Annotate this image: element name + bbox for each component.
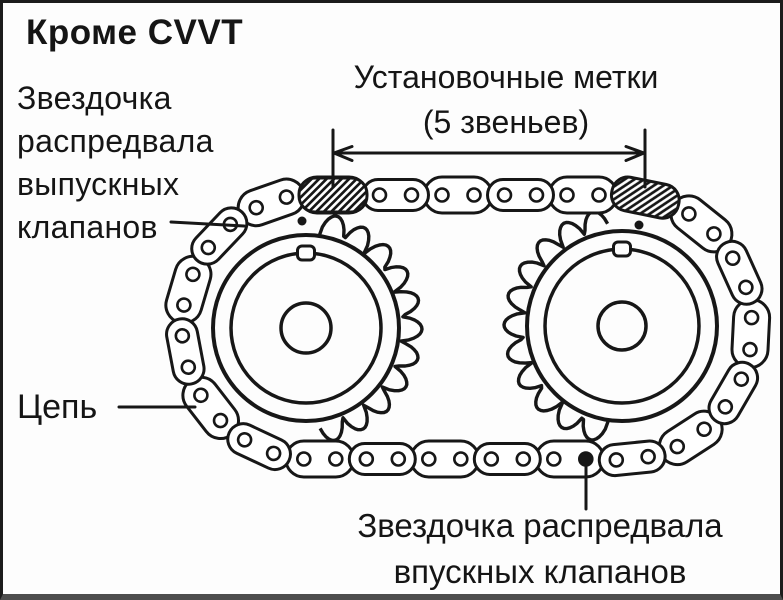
sprocket-notch [296, 244, 316, 262]
exhaust-camshaft-sprocket [211, 214, 424, 443]
sprocket-timing-dot [634, 220, 644, 230]
page-title: Кроме CVVT [26, 13, 244, 52]
chain-link [730, 298, 772, 370]
label-line: распредвала [17, 123, 214, 159]
label-line: Установочные метки [353, 59, 659, 95]
timing-chain [164, 175, 772, 479]
chain-link [486, 178, 555, 212]
label-intake-sprocket: Звездочка распредвала впускных клапанов [303, 503, 777, 594]
chain-link [409, 439, 481, 479]
label-line: Звездочка распредвала [357, 507, 723, 544]
chain-link [707, 360, 760, 426]
chain-link [226, 422, 292, 472]
chain-link [165, 317, 206, 386]
chain-link [422, 175, 494, 215]
chain-link [534, 439, 606, 479]
label-line: клапанов [17, 209, 158, 245]
label-timing-marks: Установочные метки (5 звеньев) [283, 55, 729, 145]
label-line: (5 звеньев) [422, 104, 590, 140]
chain-link [472, 442, 542, 476]
sprocket-notch [612, 240, 632, 258]
label-line: Звездочка [17, 80, 172, 116]
timing-chain-diagram [117, 128, 772, 511]
sprocket-teeth [502, 209, 611, 442]
arrowhead-right [624, 145, 646, 162]
chain-link [715, 239, 764, 306]
timing-mark-link [609, 175, 681, 220]
arrowhead-left [332, 145, 354, 162]
chain-link [347, 442, 417, 476]
chain-link [284, 439, 356, 479]
annotations [117, 128, 647, 511]
chain-link [547, 175, 619, 215]
label-exhaust-sprocket: Звездочка распредвала выпускных клапанов [17, 77, 214, 249]
sprocket-timing-dot [297, 216, 307, 226]
label-line: впускных клапанов [393, 553, 687, 590]
chain-link [361, 178, 430, 212]
sprocket-teeth [317, 214, 424, 443]
chain-link [597, 439, 667, 478]
exhaust-leader-line [169, 220, 246, 228]
label-chain: Цепь [17, 388, 98, 426]
intake-camshaft-sprocket [502, 209, 719, 442]
label-line: выпускных [17, 166, 180, 202]
